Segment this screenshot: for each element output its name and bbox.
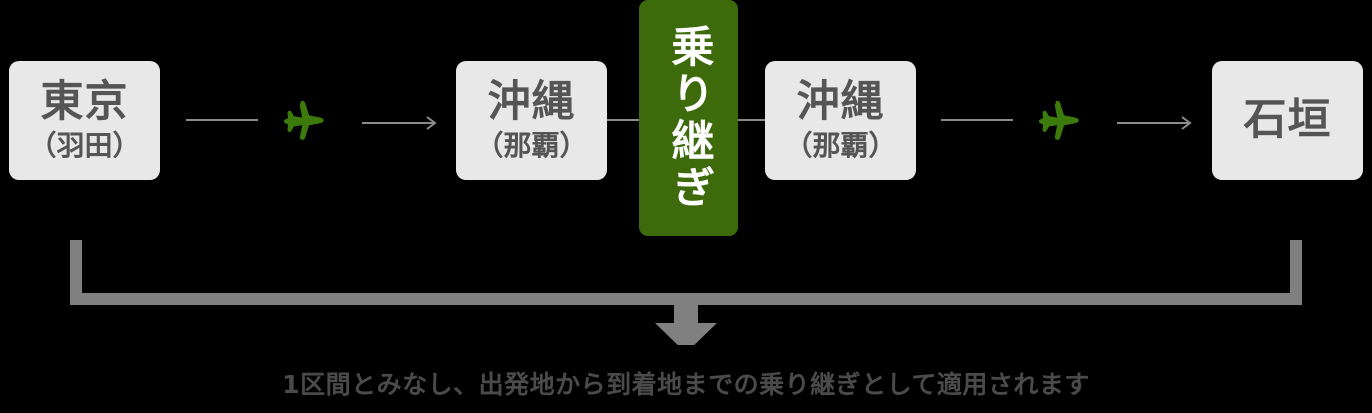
station-name-okinawa-arrival: 沖縄 xyxy=(796,77,885,127)
station-airport-okinawa-arrival: （那覇） xyxy=(784,129,897,162)
station-name-tokyo: 東京 xyxy=(40,77,129,127)
summary-bracket xyxy=(0,235,1372,353)
connector-line-to-transfer xyxy=(607,119,640,121)
connector-line-leg1-left xyxy=(186,119,258,121)
station-box-ishigaki: 石垣 xyxy=(1212,61,1363,180)
station-box-okinawa-arrival: 沖縄 （那覇） xyxy=(765,61,916,180)
transfer-label: 乗り継ぎ xyxy=(663,24,714,212)
station-airport-tokyo: （羽田） xyxy=(28,129,141,162)
airplane-icon xyxy=(1036,97,1082,143)
station-box-okinawa-departure: 沖縄 （那覇） xyxy=(456,61,607,180)
connector-line-from-transfer xyxy=(738,119,766,121)
caption-text: 1区間とみなし、出発地から到着地までの乗り継ぎとして適用されます xyxy=(282,370,1090,399)
transfer-box: 乗り継ぎ xyxy=(639,0,738,236)
direction-arrow-leg1 xyxy=(362,115,437,130)
airplane-icon xyxy=(281,97,327,143)
station-box-tokyo: 東京 （羽田） xyxy=(9,61,160,180)
station-name-ishigaki: 石垣 xyxy=(1243,95,1332,145)
direction-arrow-leg2 xyxy=(1117,115,1192,130)
connector-line-leg2-left xyxy=(941,119,1013,121)
station-airport-okinawa-departure: （那覇） xyxy=(475,129,588,162)
station-name-okinawa-departure: 沖縄 xyxy=(487,77,576,127)
